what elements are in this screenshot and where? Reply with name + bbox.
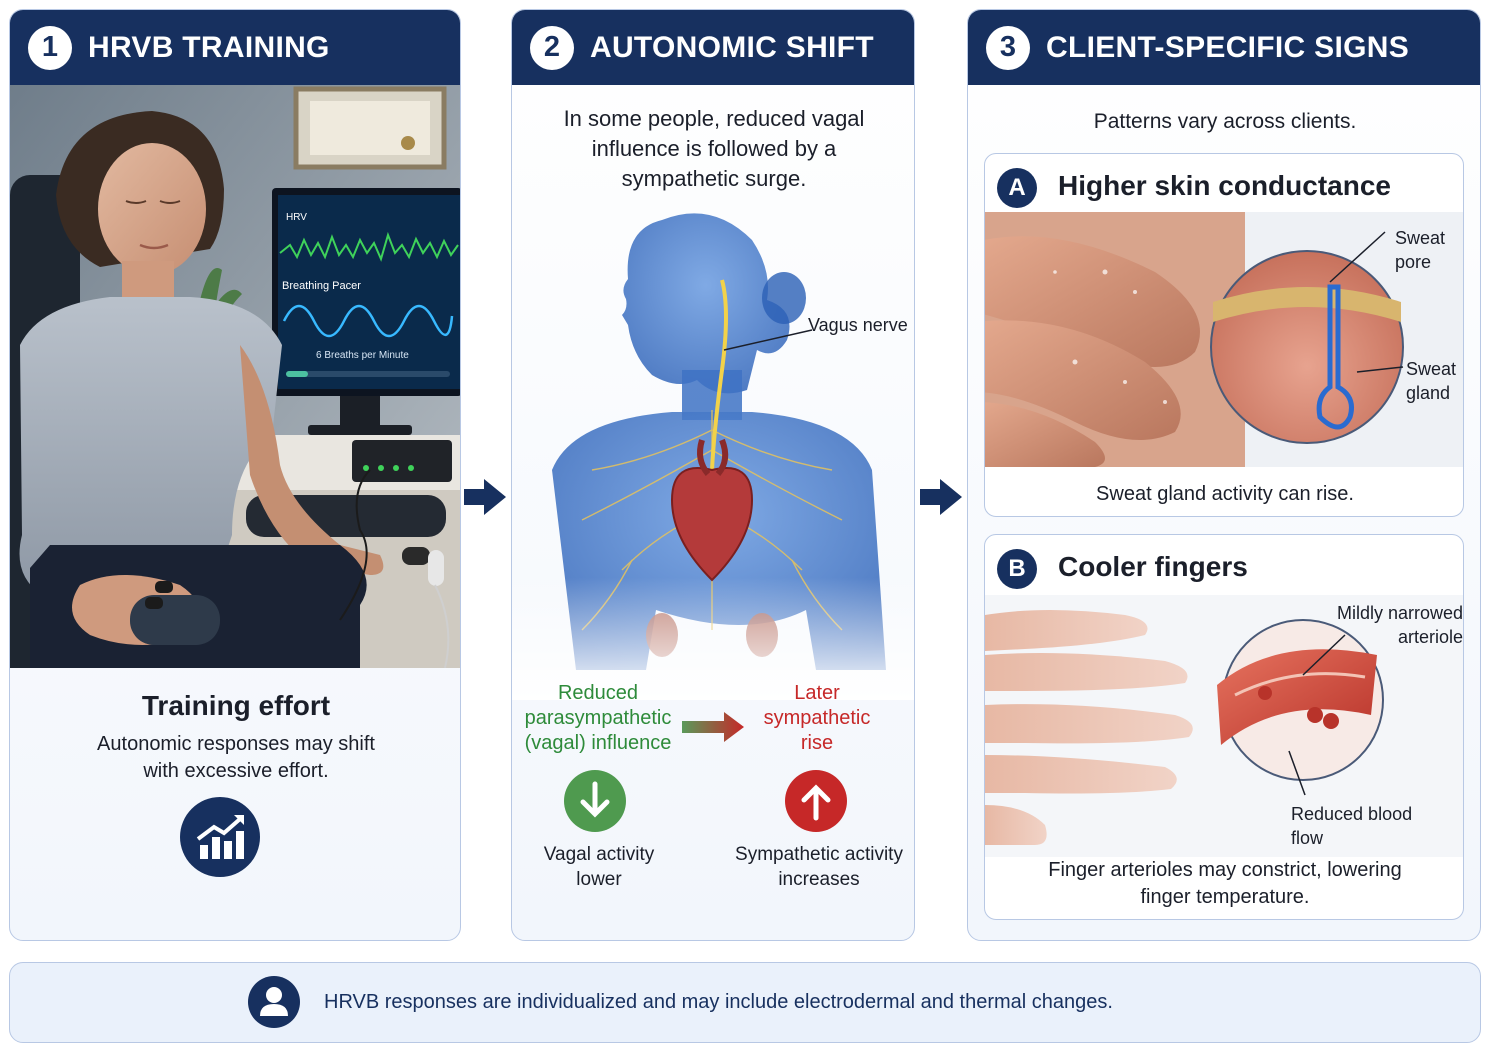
panel-header: 2 AUTONOMIC SHIFT xyxy=(512,10,914,85)
arteriole-label: Mildly narrowed arteriole xyxy=(1336,603,1463,647)
cool-hand-illustration xyxy=(985,595,1463,857)
caption-title: Training effort xyxy=(141,690,331,721)
card-letter: B xyxy=(997,549,1037,589)
intro-text: In some people, reduced vagal influence … xyxy=(563,106,865,191)
panel-title: HRVB TRAINING xyxy=(88,30,330,64)
arrow-right-icon xyxy=(464,479,506,515)
step-number: 1 xyxy=(28,25,72,70)
pacer-rate: 6 Breaths per Minute xyxy=(316,350,409,361)
rising-bar-chart-icon xyxy=(180,797,260,877)
pacer-label: Breathing Pacer xyxy=(282,280,361,292)
card-caption: Sweat gland activity can rise. xyxy=(1096,483,1354,505)
panel-header: 1 HRVB TRAINING xyxy=(10,10,460,85)
step-number: 2 xyxy=(530,25,574,70)
intro-text: Patterns vary across clients. xyxy=(1093,110,1357,133)
sweat-pore-label: Sweat pore xyxy=(1395,228,1446,272)
footer-note: HRVB responses are individualized and ma… xyxy=(9,962,1481,1043)
transition-arrow-icon xyxy=(682,712,744,742)
panel-header: 3 CLIENT-SPECIFIC SIGNS xyxy=(968,10,1480,85)
caption-text: Autonomic responses may shift with exces… xyxy=(97,733,375,782)
card-caption: Finger arterioles may constrict, lowerin… xyxy=(1048,859,1402,908)
later-sympathetic-label: Later sympathetic rise xyxy=(763,682,871,754)
vagus-nerve-label: Vagus nerve xyxy=(808,315,908,335)
card-title: Cooler fingers xyxy=(1058,551,1248,582)
arrow-up-icon xyxy=(785,770,847,832)
card-letter: A xyxy=(997,168,1037,208)
reduced-parasympathetic-label: Reduced parasympathetic (vagal) influenc… xyxy=(524,682,672,754)
panel-title: CLIENT-SPECIFIC SIGNS xyxy=(1046,30,1410,64)
arrow-right-icon xyxy=(920,479,962,515)
vagal-activity-caption: Vagal activity lower xyxy=(543,844,655,890)
arrow-down-icon xyxy=(564,770,626,832)
hrv-label: HRV xyxy=(286,212,307,223)
card-cooler-fingers: B Cooler fingers Mildly narrowed arterio… xyxy=(984,534,1464,920)
blood-flow-label: Reduced blood flow xyxy=(1291,804,1413,848)
panel-title: AUTONOMIC SHIFT xyxy=(590,30,874,64)
panel-client-specific-signs: 3 CLIENT-SPECIFIC SIGNS Patterns vary ac… xyxy=(967,9,1481,941)
body-anatomy-illustration xyxy=(512,210,914,700)
card-title: Higher skin conductance xyxy=(1058,170,1391,201)
sweaty-fingers-illustration xyxy=(985,212,1463,467)
person-icon xyxy=(248,976,300,1028)
panel-hrvb-training: 1 HRVB TRAINING HRV Breathing xyxy=(9,9,461,941)
sympathetic-activity-caption: Sympathetic activity increases xyxy=(735,844,903,890)
sweat-gland-label: Sweat gland xyxy=(1406,359,1457,403)
card-skin-conductance: A Higher skin conductance Sweat pore Swe… xyxy=(984,153,1464,517)
footer-text: HRVB responses are individualized and ma… xyxy=(324,991,1113,1013)
training-photo: HRV Breathing Pacer 6 Breaths per Minute xyxy=(10,85,460,668)
step-number: 3 xyxy=(986,25,1030,70)
panel-autonomic-shift: 2 AUTONOMIC SHIFT In some people, reduce… xyxy=(511,9,915,941)
